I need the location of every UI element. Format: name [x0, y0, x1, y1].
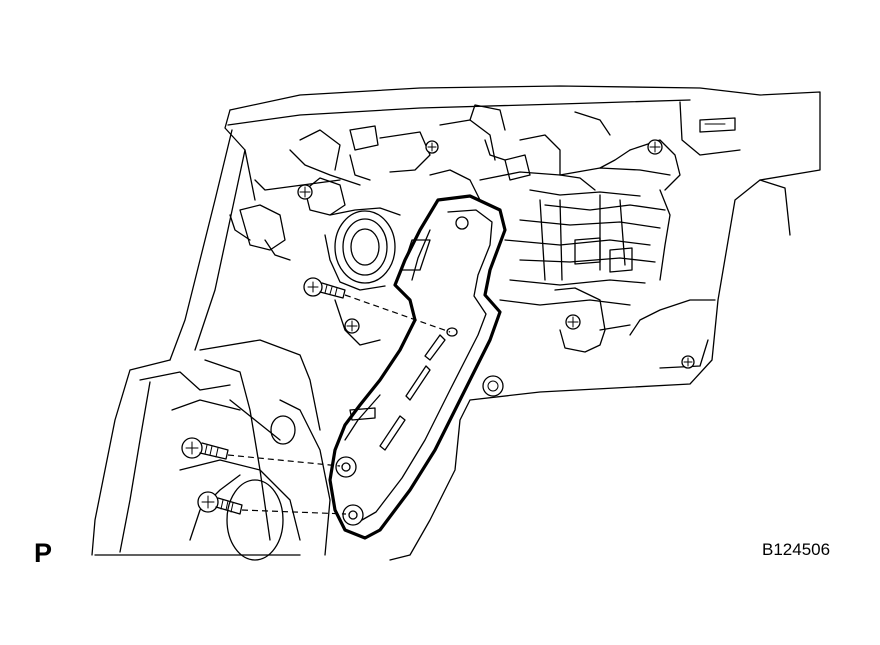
- fixed-screw-heads: [297, 139, 695, 397]
- screw-head-icon: [681, 355, 695, 369]
- screw-guide-line: [227, 454, 341, 467]
- screw-head-icon: [425, 140, 439, 154]
- screw-guide-line: [344, 294, 451, 333]
- screw-head-icon: [297, 184, 313, 200]
- screw-guide-line: [241, 509, 347, 515]
- screw-head-icon: [482, 375, 504, 397]
- screw-head-icon: [344, 318, 360, 334]
- bracket: [328, 194, 507, 540]
- screw-head-icon: [647, 139, 663, 155]
- screw-icon: [303, 277, 346, 299]
- screw-head-icon: [565, 314, 581, 330]
- screw-icon: [197, 491, 243, 515]
- view-label: P: [34, 538, 53, 568]
- instrument-panel-body: [91, 85, 821, 561]
- removable-screws: [181, 277, 451, 515]
- screw-icon: [181, 437, 229, 460]
- figure-code: B124506: [762, 540, 831, 559]
- lock-mechanism-assembly: [229, 104, 681, 353]
